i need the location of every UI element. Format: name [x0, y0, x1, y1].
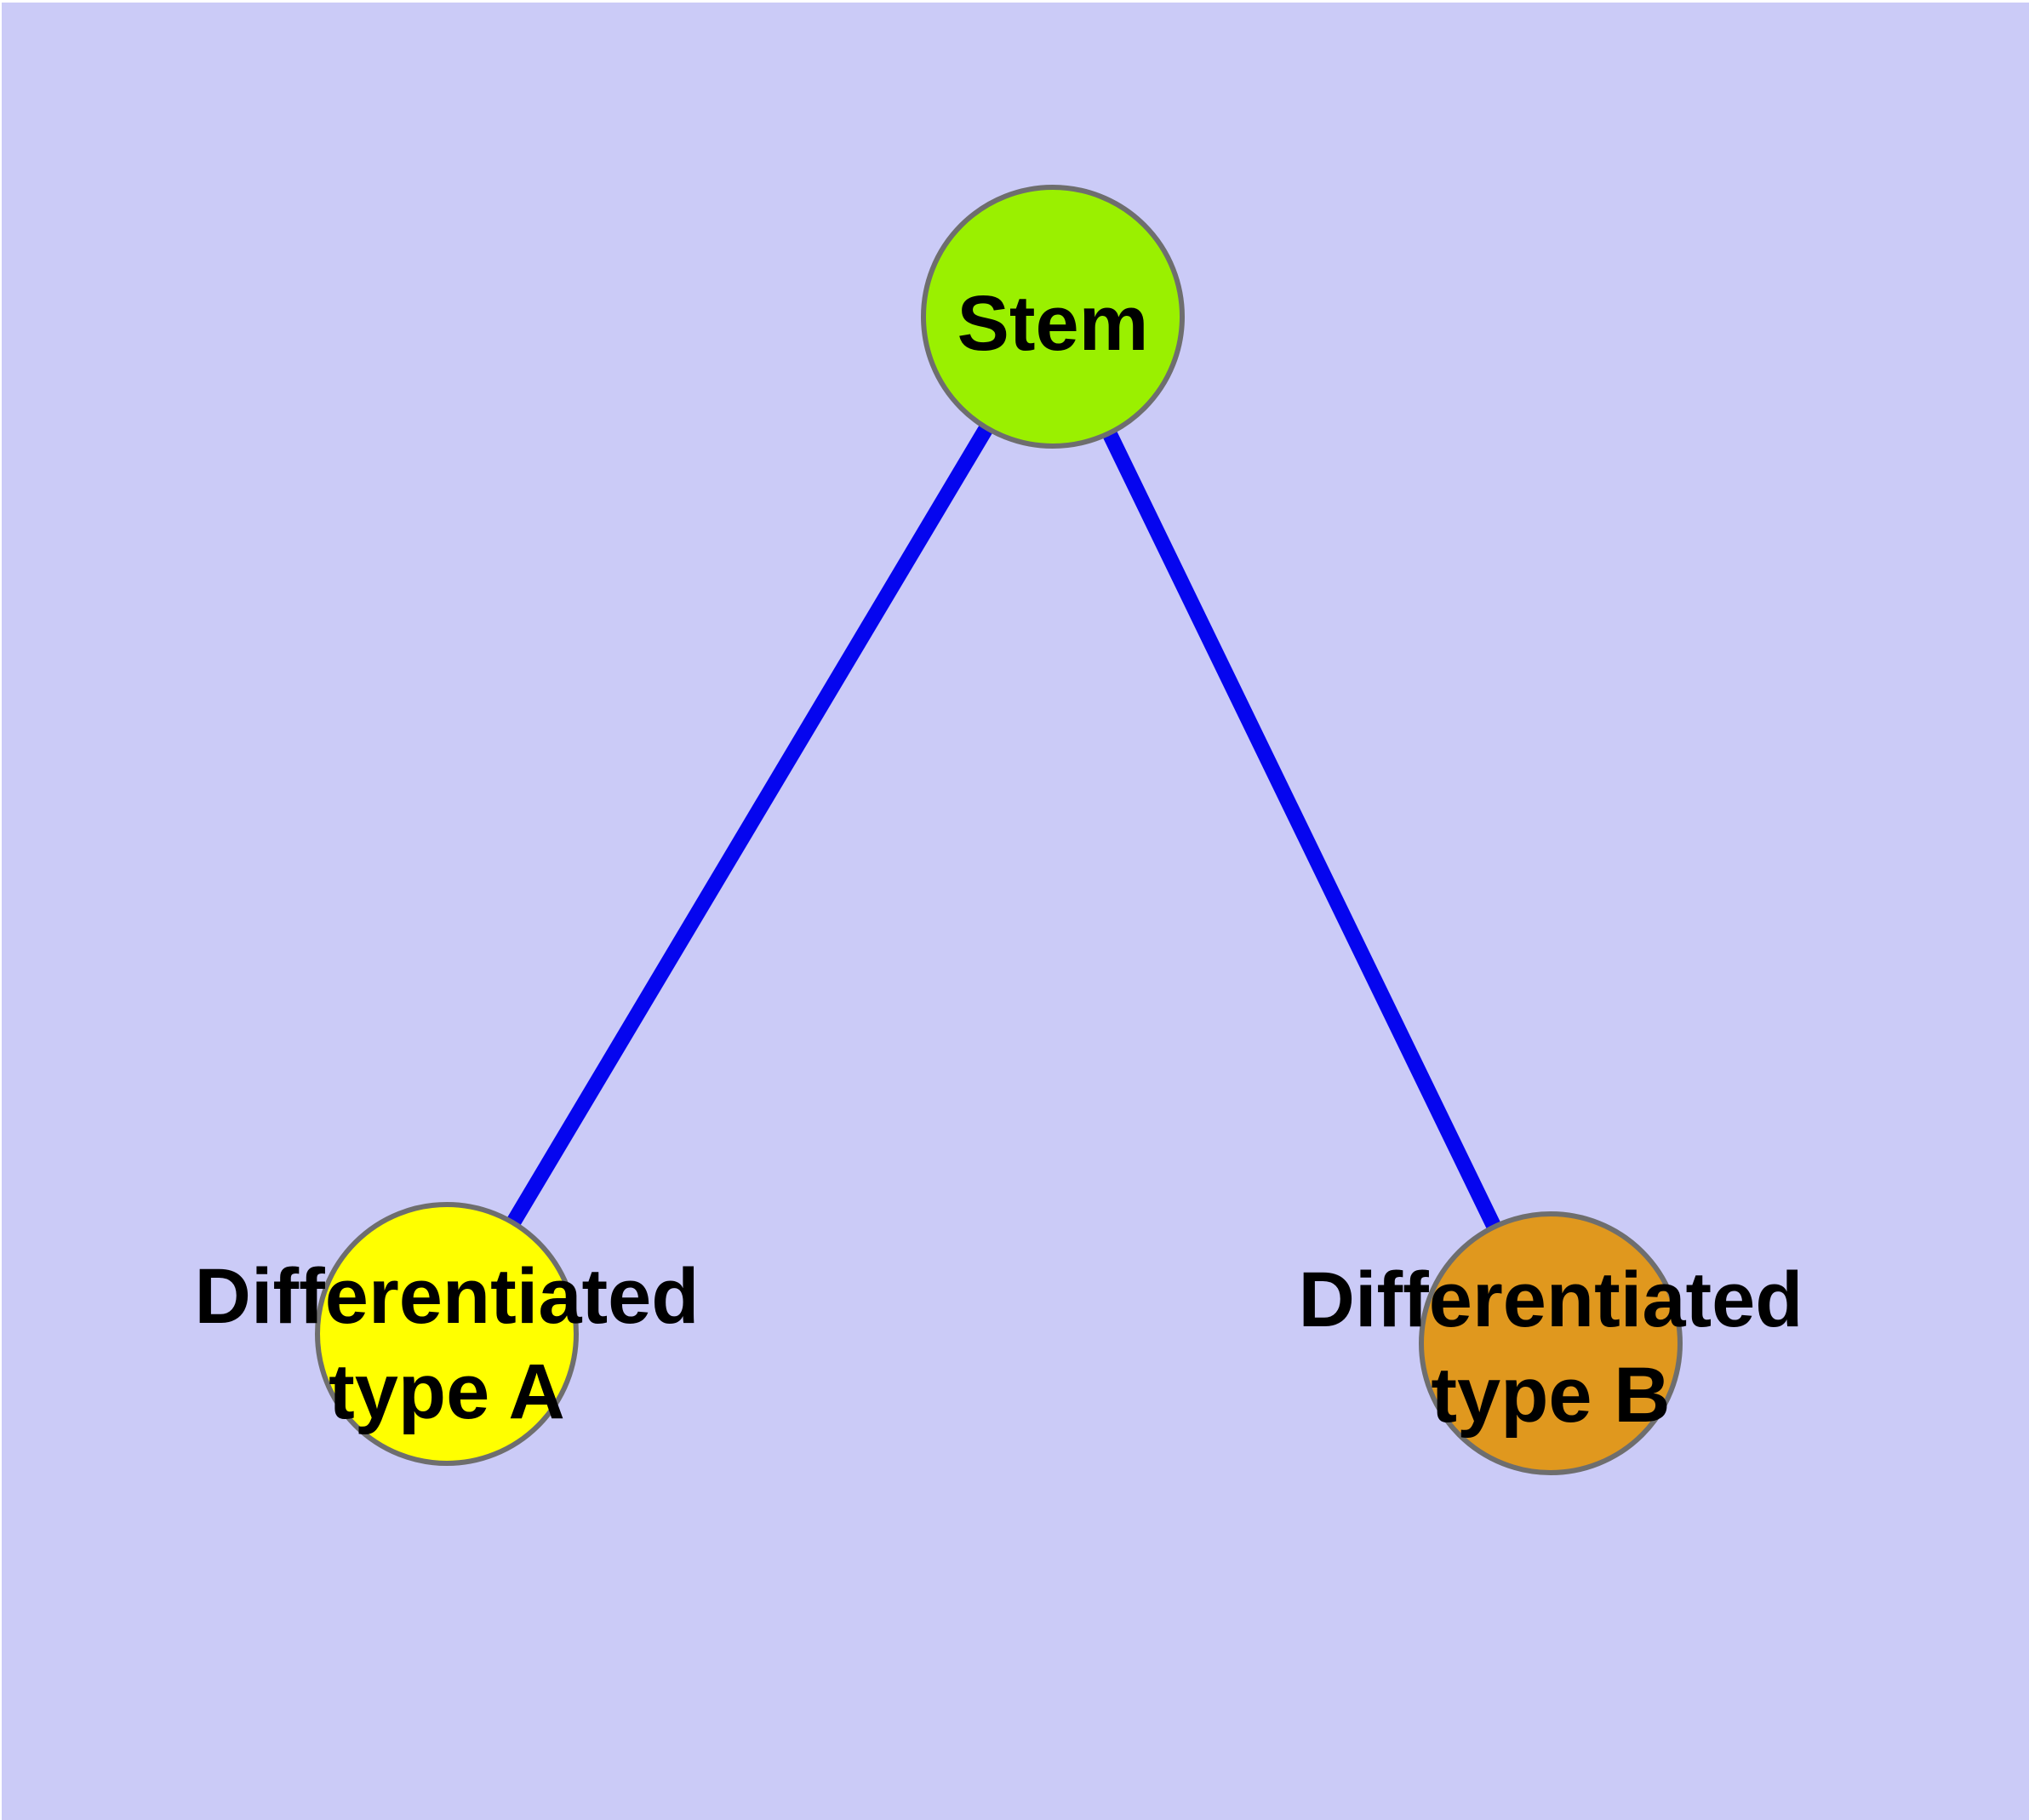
node-type-a-label-line2: type A — [329, 1348, 565, 1435]
node-stem[interactable] — [921, 185, 1185, 449]
edge-stem-to-type-b — [1045, 313, 1558, 1347]
node-type-b-label-line2: type B — [1431, 1352, 1670, 1439]
edge-stem-to-type-a — [440, 312, 1060, 1338]
node-differentiated-type-a[interactable] — [315, 1202, 579, 1466]
node-stem-label: Stem — [957, 280, 1149, 367]
node-type-b-label-line1: Differentiated — [1299, 1256, 1803, 1343]
node-differentiated-type-b[interactable] — [1419, 1211, 1683, 1475]
node-type-a-label-line1: Differentiated — [195, 1253, 700, 1340]
